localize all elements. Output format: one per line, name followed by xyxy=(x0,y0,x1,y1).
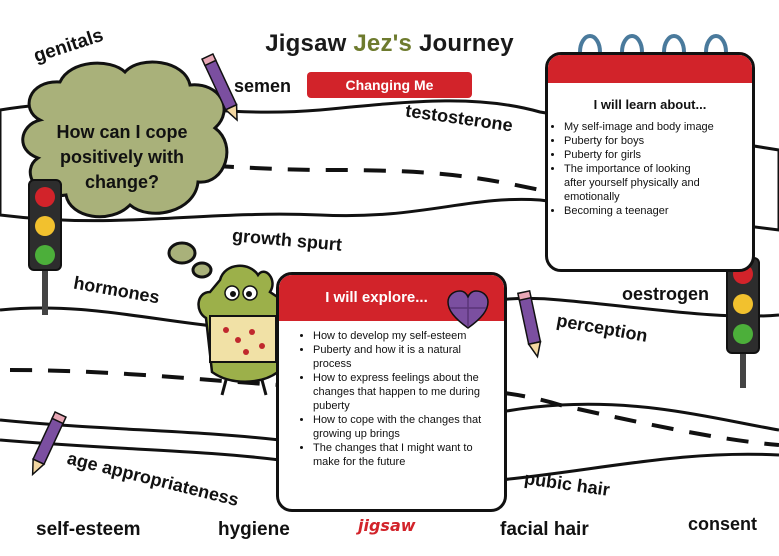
list-item: Becoming a teenager xyxy=(564,204,714,218)
title-part2: Journey xyxy=(412,30,514,57)
explore-list: How to develop my self-esteem Puberty an… xyxy=(279,329,493,469)
title-jez: Jez's xyxy=(353,30,413,57)
pencil-icon xyxy=(516,289,542,359)
pencil-icon xyxy=(201,53,238,122)
jez-character xyxy=(197,264,284,396)
list-item: The changes that I might want to make fo… xyxy=(313,441,493,469)
list-item: Puberty and how it is a natural process xyxy=(313,343,493,371)
page-title: Jigsaw Jez's Journey xyxy=(0,30,779,58)
word-oestrogen: oestrogen xyxy=(622,284,710,304)
pencil-icon xyxy=(31,411,67,477)
learn-list: My self-image and body image Puberty for… xyxy=(548,120,714,218)
word-self-esteem: self-esteem xyxy=(36,519,141,540)
heart-jigsaw-icon xyxy=(447,290,489,329)
word-hygiene: hygiene xyxy=(218,519,290,540)
unit-tag: Changing Me xyxy=(307,72,472,98)
traffic-light-icon xyxy=(726,257,760,388)
word-consent: consent xyxy=(688,514,758,534)
thought-text: How can I cope positively with change? xyxy=(56,122,188,192)
list-item: How to develop my self-esteem xyxy=(313,329,493,343)
learn-card: I will learn about... My self-image and … xyxy=(545,52,755,272)
list-item: The importance of looking after yourself… xyxy=(564,162,714,204)
list-item: My self-image and body image xyxy=(564,120,714,134)
title-part1: Jigsaw xyxy=(265,30,354,57)
list-item: How to cope with the changes that growin… xyxy=(313,413,493,441)
word-semen: semen xyxy=(234,76,292,96)
learn-card-header xyxy=(548,55,752,83)
traffic-light-icon xyxy=(28,179,62,315)
jigsaw-logo: jigsaw xyxy=(358,516,416,535)
list-item: How to express feelings about the change… xyxy=(313,371,493,413)
word-facial-hair: facial hair xyxy=(500,519,589,540)
list-item: Puberty for girls xyxy=(564,148,714,162)
list-item: Puberty for boys xyxy=(564,134,714,148)
learn-heading: I will learn about... xyxy=(593,97,707,112)
